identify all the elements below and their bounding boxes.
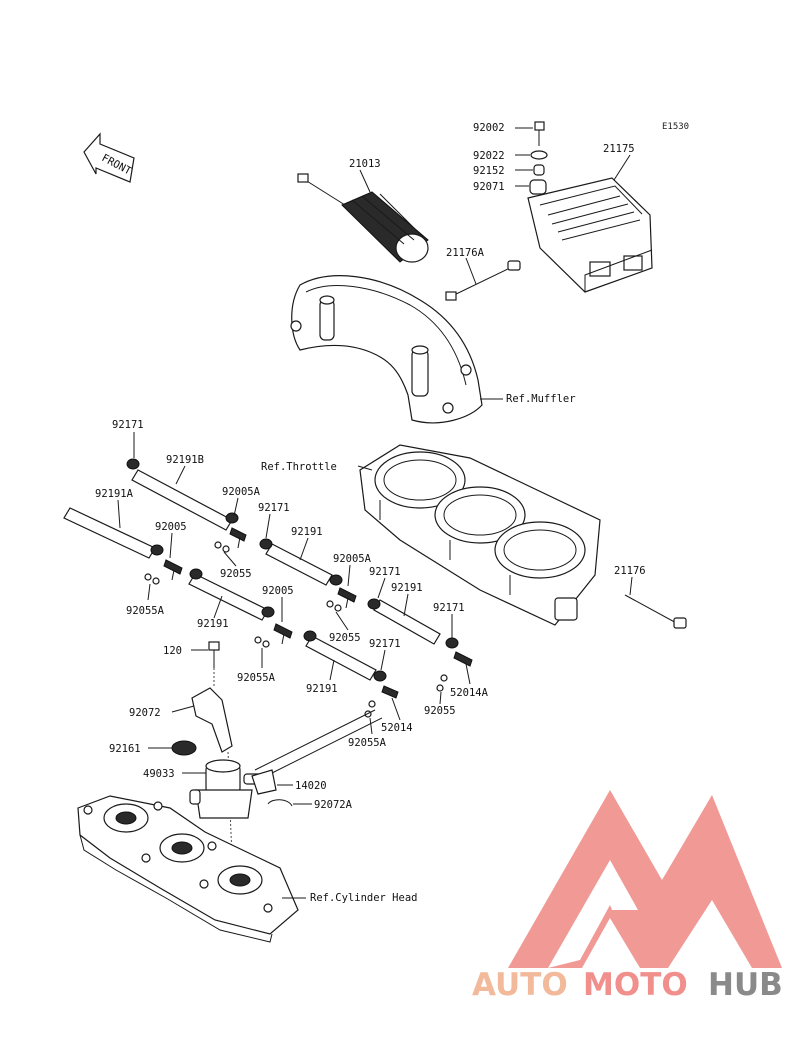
part-92022-washer [530,150,548,160]
label-92071: 92071 [473,181,505,193]
part-120-bolt [208,641,220,668]
front-arrow-icon: FRONT [83,132,135,183]
label-92005-b: 92005 [262,585,294,597]
fitting-92005A-a [229,527,247,549]
label-92055-b: 92055 [329,632,361,644]
label-92072: 92072 [129,707,161,719]
label-21176: 21176 [614,565,646,577]
clamp-92171-k [329,574,343,586]
hose-92191B [131,469,233,531]
oring-92055-c2 [436,684,444,692]
label-92191B: 92191B [166,454,204,466]
oring-92055-a2 [222,545,230,553]
part-92072-bracket [191,668,233,861]
part-92152-collar [533,164,545,176]
throttle-body [359,444,601,626]
label-92005A-a: 92005A [222,486,261,498]
label-92191-b: 92191 [197,618,229,630]
label-52014A: 52014A [450,687,489,699]
ref-throttle: Ref.Throttle [261,461,337,473]
label-92055-a: 92055 [220,568,252,580]
part-92161-washer [171,740,197,756]
label-92055-c: 92055 [424,705,456,717]
fitting-92005A-b [337,587,357,609]
label-92005A-b: 92005A [333,553,372,565]
clamp-92171-j [261,606,275,618]
oring-92055A-a2 [152,577,160,585]
part-21176-sensor [624,594,687,629]
fitting-92005-a [163,559,183,581]
label-92171-a: 92171 [112,419,144,431]
cylinder-head [77,795,299,943]
part-92072A-clip [267,799,293,807]
label-92161: 92161 [109,743,141,755]
figure-code: E1530 [662,122,689,132]
watermark-hub: HUB [708,967,783,1003]
part-92002-bolt [534,121,545,146]
ref-muffler: Ref.Muffler [506,393,576,405]
oring-92055-a1 [214,541,222,549]
label-92002: 92002 [473,122,505,134]
label-92055A-b: 92055A [237,672,276,684]
clamp-92171-h [303,630,317,642]
label-92191-c: 92191 [391,582,423,594]
watermark-auto: AUTO [472,967,568,1003]
oring-92055A-b1 [254,636,262,644]
label-92191-a: 92191 [291,526,323,538]
fitting-92005-b [273,623,293,645]
clamp-92171-i [225,512,239,524]
label-49033: 49033 [143,768,175,780]
part-21013-canister [297,173,429,263]
hose-92191-b [188,573,269,621]
label-92171-b: 92171 [258,502,290,514]
label-21013: 21013 [349,158,381,170]
label-92152: 92152 [473,165,505,177]
label-92171-e: 92171 [369,638,401,650]
label-21175: 21175 [603,143,635,155]
fitting-52014A [453,651,473,667]
ref-cylinder-head: Ref.Cylinder Head [310,892,417,904]
clamp-92171-f [150,544,164,556]
label-92191-d: 92191 [306,683,338,695]
label-92055A-a: 92055A [126,605,165,617]
label-92022: 92022 [473,150,505,162]
hose-92191A [63,507,156,559]
oring-92055-c1 [440,674,448,682]
hose-92191-d [305,635,377,681]
exhaust-manifold [290,275,483,424]
automotohub-logo [508,790,782,968]
oring-92055A-c1 [368,700,376,708]
label-21176A: 21176A [446,247,485,259]
part-92071-grommet [529,179,547,195]
clamp-92171-g [189,568,203,580]
part-21175-control-unit [527,177,653,293]
clamp-92171-d [445,637,459,649]
clamp-92171-e [373,670,387,682]
label-92072A: 92072A [314,799,353,811]
oring-92055A-b2 [262,640,270,648]
clamp-92171-c [367,598,381,610]
oring-92055A-a1 [144,573,152,581]
hose-92191-a [265,543,333,586]
part-49033-valve [189,759,263,819]
oring-92055-b1 [326,600,334,608]
oring-92055-b2 [334,604,342,612]
watermark-moto: MOTO [583,967,688,1003]
label-52014: 52014 [381,722,413,734]
label-92171-c: 92171 [369,566,401,578]
label-92005-a: 92005 [155,521,187,533]
label-120: 120 [163,645,182,657]
clamp-92171-a [126,458,140,470]
part-21176A-sensor [445,260,521,301]
clamp-92171-b [259,538,273,550]
part-14020-cover [251,769,277,795]
label-14020: 14020 [295,780,327,792]
fitting-52014 [381,685,399,699]
label-92191A: 92191A [95,488,134,500]
label-92171-d: 92171 [433,602,465,614]
label-92055A-c: 92055A [348,737,387,749]
